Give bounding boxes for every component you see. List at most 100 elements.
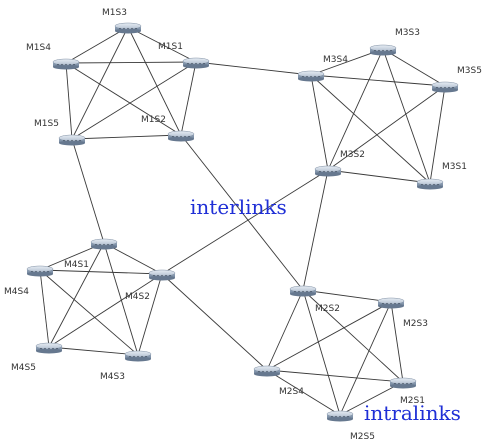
link-m2s2-m2s4 (266, 289, 304, 371)
router-icon (289, 285, 317, 297)
node-m1s5[interactable]: M1S5 (34, 119, 86, 146)
link-m1s3-m1s5 (71, 26, 129, 140)
node-m4s2[interactable]: M4S2 (125, 269, 176, 302)
link-m4s4-m4s5 (39, 269, 50, 348)
router-icon (35, 342, 63, 354)
link-m2s3-m2s4 (266, 301, 392, 371)
node-label: M3S3 (395, 28, 420, 38)
link-m2s1-m2s5 (339, 381, 404, 416)
link-m1s3-m1s2 (127, 26, 182, 136)
link-m3s4-m3s1 (310, 74, 431, 184)
link-m2s2-m2s3 (302, 289, 392, 303)
node-label: M4S1 (64, 260, 89, 270)
node-m4s3[interactable]: M4S3 (100, 350, 152, 382)
node-label: M1S3 (102, 8, 127, 18)
link-m2s2-m2s5 (302, 289, 341, 416)
link-m4s2-m4s3 (137, 273, 163, 356)
interlinks-annotation: interlinks (190, 195, 287, 219)
link-m1s4-m1s1 (65, 61, 197, 64)
router-icon (52, 58, 80, 70)
node-m1s1[interactable]: M1S1 (158, 42, 210, 69)
node-label: M2S4 (279, 387, 304, 397)
router-icon (90, 238, 118, 250)
node-m4s4[interactable]: M4S4 (4, 265, 54, 297)
link-m4s1-m4s3 (103, 242, 139, 356)
link-m1s3-m1s1 (127, 26, 197, 63)
node-label: M1S1 (158, 42, 183, 52)
link-m1s1-m1s5 (71, 61, 197, 140)
link-m2s3-m2s1 (390, 301, 404, 383)
link-m2s2-m2s1 (302, 289, 404, 383)
router-icon (377, 297, 405, 309)
link-m4s4-m4s2 (39, 269, 163, 275)
node-label: M4S2 (125, 292, 150, 302)
node-m1s3[interactable]: M1S3 (102, 8, 142, 34)
router-icon (297, 70, 325, 82)
node-m1s4[interactable]: M1S4 (26, 43, 80, 70)
node-label: M3S4 (323, 55, 348, 65)
node-label: M3S1 (442, 162, 467, 172)
node-m2s3[interactable]: M2S3 (377, 297, 428, 329)
link-m3s3-m3s1 (382, 48, 431, 184)
node-label: M2S1 (400, 396, 425, 406)
link-m3s4-m3s2 (310, 74, 329, 171)
link-m1s1-m1s2 (180, 61, 197, 136)
link-m1s1-m3s4 (195, 61, 312, 76)
node-m4s5[interactable]: M4S5 (11, 342, 63, 373)
link-m3s5-m3s1 (429, 85, 446, 184)
intralinks-annotation: intralinks (364, 401, 461, 425)
node-label: M2S5 (350, 432, 375, 442)
router-icon (26, 265, 54, 277)
router-icon (326, 410, 354, 422)
router-icon (369, 44, 397, 56)
link-m1s3-m1s4 (65, 26, 129, 64)
node-label: M1S2 (141, 115, 166, 125)
node-m2s1[interactable]: M2S1 (389, 377, 425, 406)
link-m3s2-m2s2 (302, 169, 329, 291)
router-icon (114, 22, 142, 34)
link-m1s4-m1s5 (65, 62, 73, 140)
router-icon (389, 377, 417, 389)
link-m2s4-m2s5 (266, 369, 341, 416)
node-m4s1[interactable]: M4S1 (64, 238, 118, 270)
router-icon (314, 165, 342, 177)
node-m3s3[interactable]: M3S3 (369, 28, 420, 56)
link-m3s5-m3s2 (327, 85, 446, 171)
link-m4s4-m4s3 (39, 269, 139, 356)
node-m1s2[interactable]: M1S2 (141, 115, 195, 142)
router-icon (431, 81, 459, 93)
node-label: M3S5 (457, 66, 482, 76)
link-m4s2-m2s4 (161, 273, 268, 371)
node-m3s1[interactable]: M3S1 (416, 162, 467, 190)
edge-layer (39, 26, 446, 416)
link-m3s2-m3s1 (327, 169, 431, 184)
node-m3s2[interactable]: M3S2 (314, 150, 365, 177)
link-m3s4-m3s5 (310, 74, 446, 87)
link-m1s5-m1s2 (71, 134, 182, 140)
node-m2s2[interactable]: M2S2 (289, 285, 340, 314)
node-label: M4S4 (4, 287, 29, 297)
node-m2s4[interactable]: M2S4 (253, 365, 304, 397)
node-m3s5[interactable]: M3S5 (431, 66, 482, 93)
link-m3s3-m3s2 (327, 48, 384, 171)
link-m2s3-m2s5 (339, 301, 392, 416)
link-m4s1-m4s5 (48, 242, 105, 348)
link-m1s5-m4s1 (71, 138, 105, 244)
node-label: M4S3 (100, 372, 125, 382)
link-m3s3-m3s5 (382, 48, 446, 87)
router-icon (58, 134, 86, 146)
link-m4s5-m4s3 (48, 346, 139, 356)
node-label: M2S2 (315, 304, 340, 314)
link-m1s4-m1s2 (65, 62, 182, 136)
router-icon (124, 350, 152, 362)
link-m1s2-m2s2 (180, 134, 304, 291)
node-label: M4S5 (11, 363, 36, 373)
node-m2s5[interactable]: M2S5 (326, 410, 375, 442)
node-m3s4[interactable]: M3S4 (297, 55, 348, 82)
node-label: M1S5 (34, 119, 59, 129)
link-m2s4-m2s1 (266, 369, 404, 383)
router-icon (167, 130, 195, 142)
